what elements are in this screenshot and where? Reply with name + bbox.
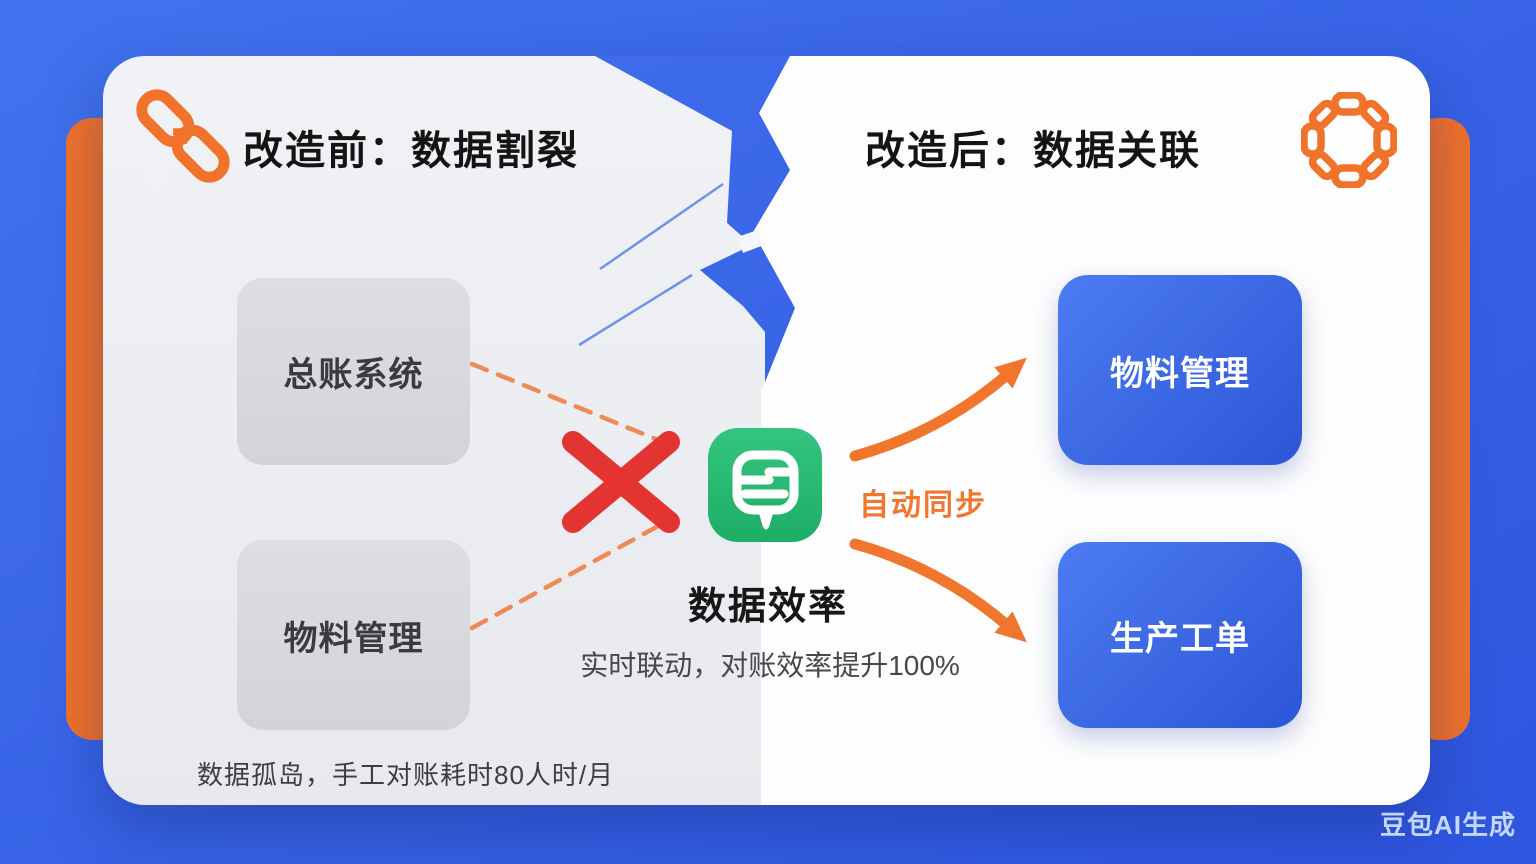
before-system-box-1: 总账系统: [237, 278, 470, 465]
after-title: 改造后：数据关联: [865, 129, 1201, 173]
center-subtitle: 实时联动，对账效率提升100%: [580, 650, 960, 681]
broken-chain-icon: [136, 89, 230, 192]
before-system-label-2: 物料管理: [283, 619, 424, 658]
after-system-box-2: 生产工单: [1058, 542, 1302, 728]
after-system-box-1: 物料管理: [1058, 275, 1302, 465]
after-system-label-2: 生产工单: [1110, 619, 1250, 658]
before-system-label-1: 总账系统: [283, 356, 424, 394]
app-name: 数据效率: [687, 586, 848, 628]
red-cross-icon: [562, 431, 680, 533]
chain-ring-icon: [1301, 92, 1397, 188]
sync-label: 自动同步: [859, 489, 987, 522]
before-system-box-2: 物料管理: [237, 540, 470, 730]
sync-arrow-up: [849, 357, 1027, 462]
app-logo-icon: [708, 428, 822, 542]
after-system-label-1: 物料管理: [1110, 354, 1250, 393]
before-note: 数据孤岛，手工对账耗时80人时/月: [197, 760, 615, 790]
sync-arrow-down: [849, 538, 1027, 643]
comparison-card: 改造前：数据割裂 总账系统 物料管理 数据孤岛，手工对账耗时80人时/月: [103, 56, 1430, 805]
before-title: 改造前：数据割裂: [243, 129, 579, 173]
dashed-connector-top: [469, 361, 666, 445]
torn-gap-cracks: [578, 182, 764, 347]
dashed-connector-bottom: [469, 521, 665, 631]
ai-watermark: 豆包AI生成: [1379, 810, 1516, 840]
